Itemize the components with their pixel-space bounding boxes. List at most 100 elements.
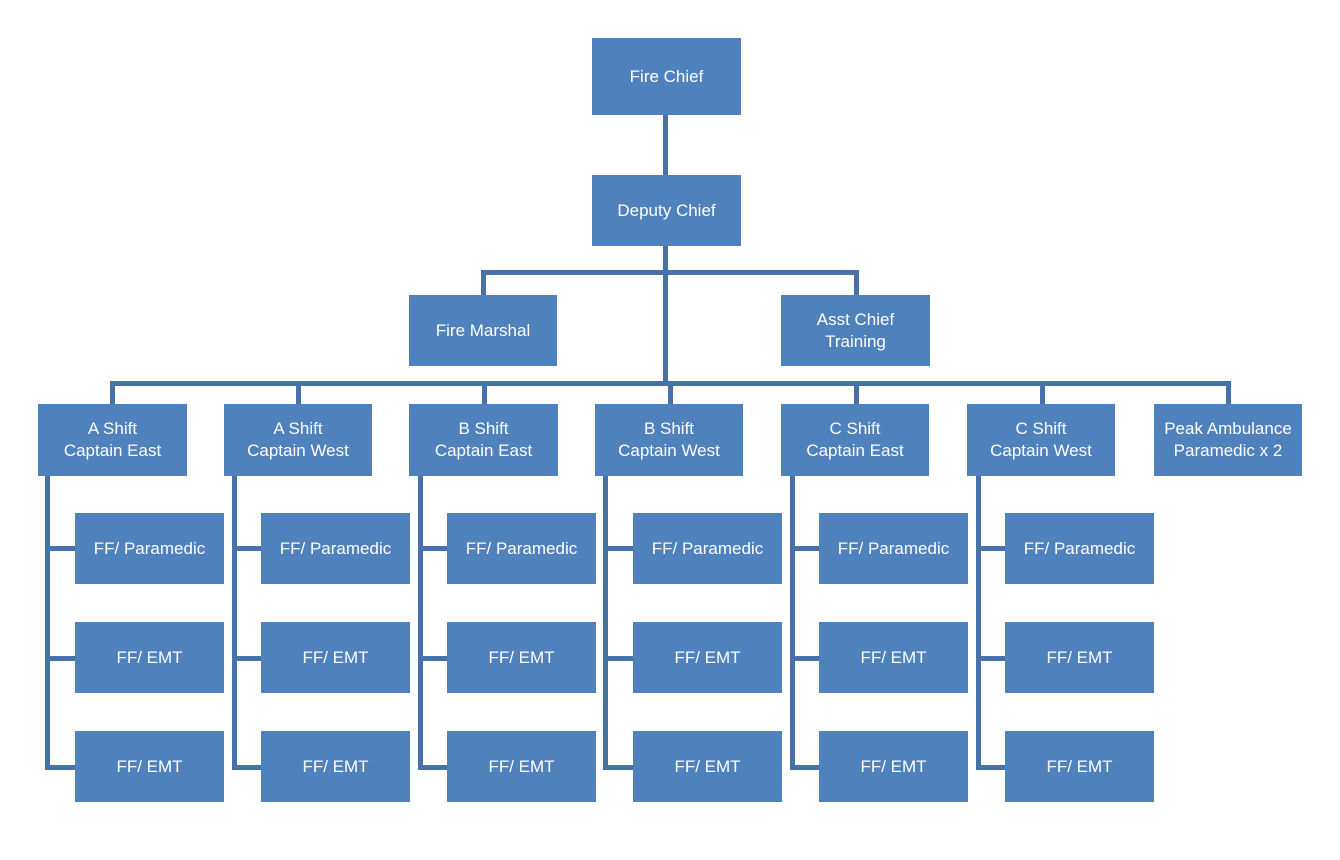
member-box: FF/ Paramedic — [633, 513, 782, 584]
captain-shift-label: B Shift — [643, 419, 695, 438]
connector-chief-deputy — [663, 115, 668, 175]
member-box: FF/ EMT — [261, 622, 410, 693]
asst-chief-training-line1: Asst Chief — [816, 309, 895, 329]
connector-member-trunk — [45, 476, 50, 768]
member-box: FF/ EMT — [633, 622, 782, 693]
peak-ambulance-box: Peak Ambulance Paramedic x 2 — [1154, 404, 1302, 476]
deputy-chief-box: Deputy Chief — [592, 175, 741, 246]
captain-box: A Shift Captain West — [224, 404, 372, 476]
captain-shift-label: C Shift — [1015, 419, 1067, 438]
member-label: FF/ EMT — [674, 756, 741, 776]
captain-shift-label: A Shift — [273, 419, 323, 438]
connector-member-branch — [790, 765, 820, 770]
connector-member-branch — [976, 765, 1006, 770]
connector-member-trunk — [418, 476, 423, 768]
member-label: FF/ EMT — [674, 647, 741, 667]
connector-captain-drop — [668, 381, 673, 404]
connector-member-branch — [45, 656, 75, 661]
ambulance-label: Peak Ambulance — [1164, 419, 1292, 438]
fire-chief-label: Fire Chief — [629, 66, 704, 86]
captain-station-label: Captain East — [63, 441, 162, 460]
member-box: FF/ EMT — [633, 731, 782, 802]
captain-shift-label: B Shift — [458, 419, 509, 438]
member-label: FF/ EMT — [1046, 647, 1113, 667]
connector-captain-drop — [1226, 381, 1231, 404]
captain-station-label: Captain West — [618, 441, 720, 460]
connector-fire-marshal-drop — [481, 270, 486, 295]
member-label: FF/ EMT — [116, 647, 183, 667]
captain-station-label: Captain West — [990, 441, 1092, 460]
member-box: FF/ EMT — [75, 622, 224, 693]
connector-member-branch — [603, 765, 633, 770]
captain-box: C Shift Captain East — [781, 404, 929, 476]
asst-chief-training-box: Asst Chief Training — [781, 295, 930, 366]
member-box: FF/ EMT — [819, 731, 968, 802]
connector-captain-drop — [1040, 381, 1045, 404]
captain-box: B Shift Captain East — [409, 404, 558, 476]
captain-station-label: Captain East — [434, 441, 533, 460]
member-label: FF/ Paramedic — [1023, 538, 1136, 558]
connector-member-branch — [418, 546, 448, 551]
connector-member-branch — [976, 656, 1006, 661]
member-label: FF/ EMT — [302, 756, 369, 776]
captain-box: C Shift Captain West — [967, 404, 1115, 476]
connector-member-branch — [603, 656, 633, 661]
captain-station-label: Captain West — [247, 441, 349, 460]
fire-marshal-box: Fire Marshal — [409, 295, 557, 366]
member-box: FF/ EMT — [447, 731, 596, 802]
member-box: FF/ EMT — [1005, 731, 1154, 802]
connector-member-trunk — [232, 476, 237, 768]
connector-member-branch — [45, 546, 75, 551]
connector-member-branch — [232, 765, 262, 770]
member-label: FF/ EMT — [1046, 756, 1113, 776]
member-label: FF/ Paramedic — [93, 538, 206, 558]
fire-chief-box: Fire Chief — [592, 38, 741, 115]
member-label: FF/ EMT — [860, 756, 927, 776]
connector-member-branch — [790, 656, 820, 661]
connector-member-branch — [418, 656, 448, 661]
member-box: FF/ EMT — [75, 731, 224, 802]
connector-staff-bus — [481, 270, 859, 275]
connector-main-trunk — [663, 246, 668, 386]
connector-member-branch — [232, 656, 262, 661]
captain-shift-label: C Shift — [829, 419, 881, 438]
connector-captain-drop — [854, 381, 859, 404]
connector-member-branch — [976, 546, 1006, 551]
member-label: FF/ Paramedic — [651, 538, 764, 558]
connector-member-branch — [603, 546, 633, 551]
captain-box: B Shift Captain West — [595, 404, 743, 476]
connector-asst-chief-drop — [854, 270, 859, 295]
member-box: FF/ Paramedic — [447, 513, 596, 584]
connector-member-branch — [790, 546, 820, 551]
ambulance-crew-label: Paramedic x 2 — [1173, 441, 1283, 460]
member-box: FF/ Paramedic — [819, 513, 968, 584]
connector-member-branch — [418, 765, 448, 770]
captain-box: A Shift Captain East — [38, 404, 187, 476]
connector-captain-drop — [296, 381, 301, 404]
connector-member-trunk — [790, 476, 795, 768]
member-label: FF/ EMT — [302, 647, 369, 667]
member-box: FF/ Paramedic — [75, 513, 224, 584]
connector-member-trunk — [976, 476, 981, 768]
captain-station-label: Captain East — [806, 441, 904, 460]
connector-member-branch — [232, 546, 262, 551]
member-label: FF/ EMT — [860, 647, 927, 667]
member-box: FF/ EMT — [819, 622, 968, 693]
member-label: FF/ Paramedic — [465, 538, 578, 558]
connector-member-branch — [45, 765, 75, 770]
member-label: FF/ Paramedic — [279, 538, 392, 558]
member-label: FF/ Paramedic — [837, 538, 950, 558]
connector-captain-drop — [110, 381, 115, 404]
member-label: FF/ EMT — [488, 647, 555, 667]
member-box: FF/ EMT — [447, 622, 596, 693]
member-box: FF/ EMT — [261, 731, 410, 802]
fire-marshal-label: Fire Marshal — [435, 320, 531, 340]
member-label: FF/ EMT — [488, 756, 555, 776]
member-label: FF/ EMT — [116, 756, 183, 776]
member-box: FF/ EMT — [1005, 622, 1154, 693]
connector-captain-drop — [482, 381, 487, 404]
connector-member-trunk — [603, 476, 608, 768]
deputy-chief-label: Deputy Chief — [617, 200, 716, 220]
